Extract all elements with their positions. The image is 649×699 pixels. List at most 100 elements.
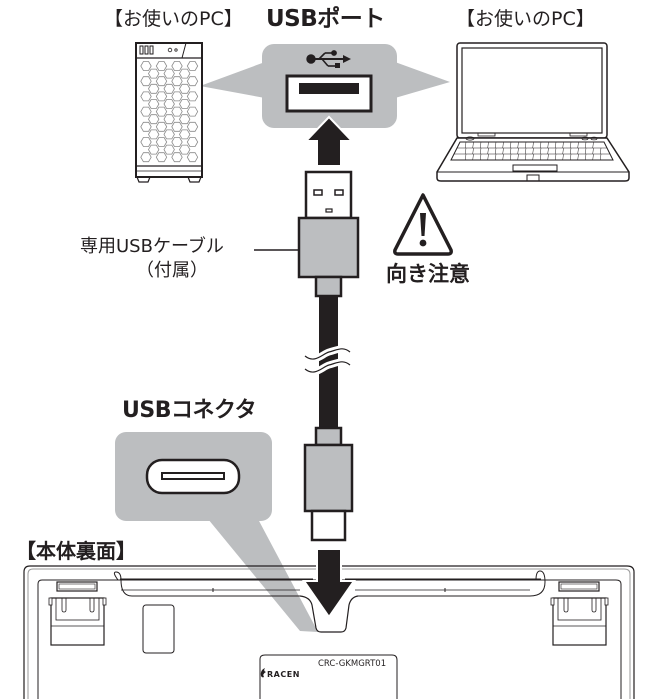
hex-vent: [179, 68, 191, 79]
hex-vent: [140, 152, 152, 163]
keyboard-key-divider: [562, 141, 564, 149]
tower-pc: [135, 42, 203, 183]
keyboard-key-divider: [524, 153, 527, 161]
tower-pc-label: 【お使いのPC】: [104, 8, 243, 30]
keyboard-key-divider: [584, 153, 587, 161]
keyboard-key-divider: [539, 147, 542, 155]
keyboard-key-divider: [532, 153, 534, 161]
keyboard-key-divider: [494, 147, 497, 155]
hex-vent: [163, 129, 175, 140]
usb-port-label: USBポート: [266, 6, 385, 32]
hex-vent: [171, 91, 183, 102]
hex-vent: [155, 61, 168, 71]
keyboard-key-divider: [494, 141, 497, 149]
usb-c-plug: [303, 426, 354, 542]
keyboard-key-divider: [517, 147, 519, 155]
cable-break-mark: [302, 345, 353, 376]
hex-vent: [179, 114, 191, 125]
warning-triangle-icon: [393, 193, 453, 256]
keyboard-keys: [464, 141, 602, 161]
keyboard-key-divider: [569, 147, 572, 155]
hex-vent: [140, 121, 152, 132]
keyboard-key-divider: [577, 153, 579, 161]
keyboard-key-divider: [554, 141, 557, 149]
keyboard-key-divider: [509, 141, 512, 149]
keyboard-key-divider: [539, 153, 542, 161]
hex-vent: [186, 106, 199, 117]
keyboard-key-divider: [584, 147, 587, 155]
usb-a-plug: [297, 170, 360, 298]
usb-port-callout: [200, 44, 450, 128]
keyboard-key-divider: [584, 141, 587, 149]
keyboard-key-divider: [464, 147, 467, 155]
keyboard-key-divider: [569, 141, 572, 149]
arrow-up-icon: [303, 115, 355, 167]
keyboard-key-divider: [569, 153, 572, 161]
keyboard-key-divider: [517, 153, 519, 161]
hex-vent: [163, 144, 175, 155]
callout-pointer-left: [200, 62, 265, 98]
keyboard-key-divider: [547, 147, 549, 155]
hex-vent: [179, 129, 191, 140]
hex-vent-pattern: [140, 61, 199, 163]
keyboard-key-divider: [592, 147, 594, 155]
keyboard-key-divider: [472, 153, 474, 161]
usb-a-port-tongue: [299, 83, 359, 94]
keyboard-key-divider: [532, 147, 534, 155]
hex-vent: [163, 99, 175, 109]
laptop-pc-label: 【お使いのPC】: [456, 8, 595, 30]
keyboard-key-divider: [517, 141, 519, 149]
keyboard-key-divider: [464, 153, 467, 161]
keyboard-key-divider: [524, 147, 527, 155]
hex-vent: [171, 76, 183, 87]
hex-vent: [140, 137, 152, 147]
hex-vent: [179, 99, 191, 109]
hex-vent: [148, 144, 160, 155]
hex-vent: [163, 68, 175, 79]
keyboard-key-divider: [472, 141, 474, 149]
hex-vent: [155, 137, 168, 147]
hex-vent: [186, 152, 199, 163]
hex-vent: [186, 137, 199, 147]
hex-vent: [140, 106, 152, 117]
hex-vent: [171, 152, 183, 163]
hex-vent: [155, 91, 168, 102]
hex-vent: [140, 76, 152, 87]
keyboard-key-divider: [487, 153, 489, 161]
keyboard-key-divider: [487, 141, 489, 149]
callout-pointer-right: [395, 62, 450, 98]
hex-vent: [155, 152, 168, 163]
keyboard-key-divider: [509, 153, 512, 161]
keyboard-key-divider: [539, 141, 542, 149]
keyboard-key-divider: [487, 147, 489, 155]
orientation-warning-label: 向き注意: [386, 262, 470, 286]
cable-included-label: （付属）: [136, 260, 208, 281]
keyboard-key-divider: [592, 153, 594, 161]
hex-vent: [148, 68, 160, 79]
keyboard-key-divider: [547, 141, 549, 149]
hex-vent: [171, 121, 183, 132]
hex-vent: [148, 83, 160, 94]
keyboard-key-divider: [479, 147, 482, 155]
keyboard-key-divider: [479, 153, 482, 161]
hex-vent: [148, 99, 160, 109]
keyboard-key-divider: [524, 141, 527, 149]
usb-connector-callout: [115, 432, 318, 632]
keyboard-key-divider: [562, 153, 564, 161]
cable-label: 専用USBケーブル: [80, 236, 224, 257]
keyboard-key-divider: [509, 147, 512, 155]
hex-vent: [171, 61, 183, 71]
hex-vent: [163, 83, 175, 94]
keyboard-key-divider: [502, 153, 504, 161]
hex-vent: [140, 91, 152, 102]
keyboard-key-divider: [592, 141, 594, 149]
keyboard-key-divider: [547, 153, 549, 161]
keyboard-key-divider: [554, 147, 557, 155]
laptop-pc: [436, 42, 630, 182]
keyboard-key-divider: [599, 153, 602, 161]
keyboard-key-divider: [502, 141, 504, 149]
keyboard-key-divider: [464, 141, 467, 149]
hex-vent: [171, 137, 183, 147]
device-back-label: 【本体裏面】: [16, 539, 136, 563]
